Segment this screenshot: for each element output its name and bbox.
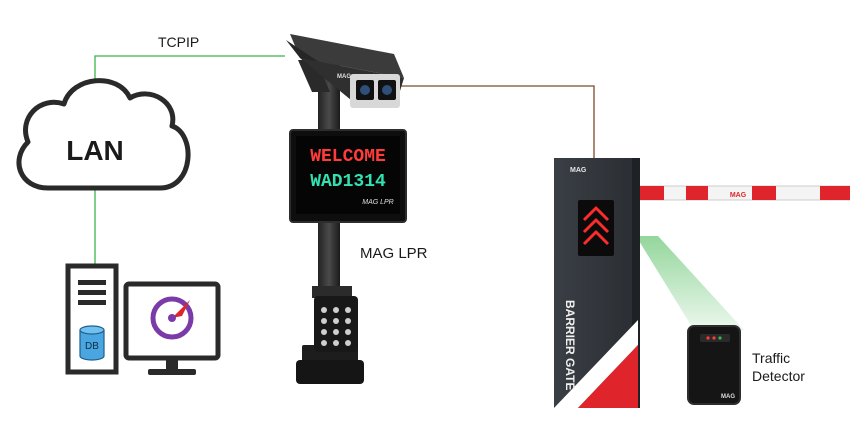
camera-to-gate-line: [395, 85, 595, 158]
barrier-gate: MAG BARRIER GATE: [554, 158, 640, 408]
traffic-detector-label-line-1: Traffic: [752, 350, 791, 366]
barrier-gate-text: BARRIER GATE: [563, 300, 577, 390]
tcpip-link-line: [94, 55, 285, 88]
barrier-brand: MAG: [570, 167, 587, 174]
traffic-detector-label: Traffic Detector: [752, 349, 805, 385]
tcpip-label: TCPIP: [158, 34, 200, 50]
software-logo-icon: [150, 296, 194, 340]
mag-lpr-label: MAG LPR: [360, 245, 428, 262]
detector-brand: MAG: [721, 394, 735, 400]
boom-brand: MAG: [730, 192, 747, 199]
monitor-icon: [123, 281, 221, 375]
detector-beam: [636, 236, 744, 340]
display-line-2: WAD1314: [310, 172, 386, 192]
display-brand: MAG LPR: [362, 199, 394, 206]
camera-brand: MAG: [337, 74, 351, 80]
traffic-detector-label-line-2: Detector: [752, 368, 805, 384]
database-server-icon: DB: [65, 263, 119, 375]
lan-cloud: LAN: [16, 78, 191, 191]
db-label: DB: [85, 341, 99, 352]
led-display: WELCOME WAD1314 MAG LPR: [289, 129, 407, 223]
lpr-camera-icon: MAG: [286, 34, 404, 108]
lan-label: LAN: [66, 135, 124, 166]
arrow-up-icon: [582, 206, 610, 246]
traffic-detector-icon: MAG: [687, 325, 741, 405]
display-line-1: WELCOME: [310, 147, 386, 167]
keypad-icon: [314, 296, 358, 352]
barrier-boom-arm: MAG: [635, 185, 850, 201]
